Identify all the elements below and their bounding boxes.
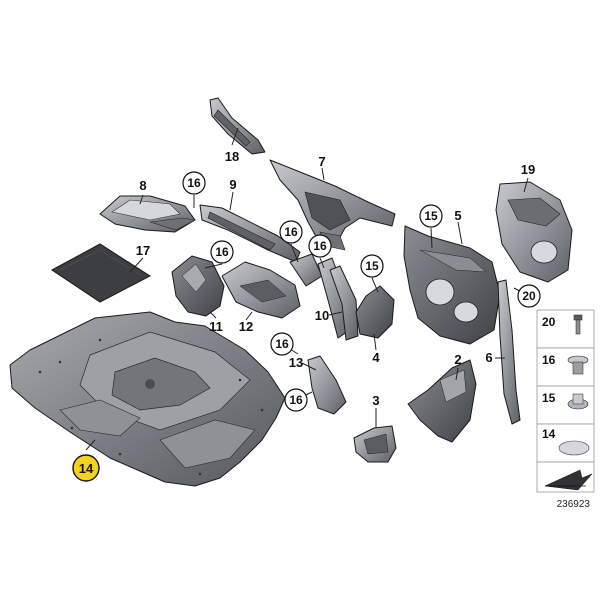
- expanding-nut-icon: [567, 355, 589, 375]
- callout-16-circle-f: 16: [284, 388, 308, 412]
- callout-12: 12: [239, 319, 253, 334]
- clip-nut-icon: [567, 393, 589, 410]
- part-14-floor-panel: [9, 311, 286, 487]
- part-2-bracket: [407, 359, 477, 443]
- svg-text:16: 16: [284, 225, 298, 239]
- callout-16-circle-e: 16: [270, 332, 294, 356]
- push-rivet-icon: [573, 314, 583, 335]
- callout-15-circle-a: 15: [419, 204, 443, 228]
- callout-2: 2: [454, 352, 461, 367]
- part-13-insulator: [307, 355, 347, 415]
- callout-10: 10: [315, 308, 329, 323]
- part-6-strip: [497, 279, 521, 425]
- legend-label-20: 20: [542, 315, 556, 329]
- legend-label-14: 14: [542, 427, 556, 441]
- arrow-right-icon: [544, 469, 593, 491]
- svg-text:20: 20: [522, 289, 536, 303]
- svg-text:16: 16: [215, 245, 229, 259]
- insulation-pad-icon: [558, 440, 590, 456]
- part-10-strip: [329, 265, 359, 341]
- part-12-insulator: [221, 261, 301, 319]
- legend-label-15: 15: [542, 391, 556, 405]
- part-19-rear-panel: [495, 181, 573, 283]
- callout-16-circle-b: 16: [210, 240, 234, 264]
- callout-16-circle-a: 16: [182, 171, 206, 195]
- callout-5: 5: [454, 208, 461, 223]
- callout-16-circle-d: 16: [308, 234, 332, 258]
- callout-4: 4: [372, 350, 380, 365]
- circled-callouts: 16 16 16 16 16 16 15 15: [72, 171, 541, 482]
- callout-19: 19: [521, 162, 535, 177]
- svg-text:16: 16: [289, 393, 303, 407]
- part-8-duct: [99, 195, 196, 233]
- callout-15-circle-b: 15: [360, 254, 384, 278]
- svg-text:14: 14: [79, 461, 94, 476]
- callout-labels: 18 7 8 9 17 11 12 10 4 13 5 19 2 6 3: [136, 149, 535, 408]
- svg-text:16: 16: [187, 176, 201, 190]
- part-5-side-panel: [403, 225, 501, 345]
- catalog-number: 236923: [557, 499, 591, 510]
- legend-label-16: 16: [542, 353, 556, 367]
- callout-8: 8: [139, 178, 146, 193]
- callout-9: 9: [229, 177, 236, 192]
- part-11-insulator: [171, 255, 225, 317]
- svg-text:15: 15: [424, 209, 438, 223]
- callout-16-circle-c: 16: [279, 220, 303, 244]
- callout-7: 7: [318, 154, 325, 169]
- svg-text:15: 15: [365, 259, 379, 273]
- callout-20-circle: 20: [517, 284, 541, 308]
- svg-text:16: 16: [313, 239, 327, 253]
- part-3-block: [353, 425, 397, 463]
- callout-13: 13: [289, 355, 303, 370]
- part-17-mat: [51, 243, 151, 303]
- callout-17: 17: [136, 243, 150, 258]
- callout-3: 3: [372, 393, 379, 408]
- callout-11: 11: [209, 319, 223, 334]
- fastener-legend: 20 16 15 14: [536, 309, 595, 493]
- part-18-bracket: [209, 97, 266, 155]
- callout-18: 18: [225, 149, 239, 164]
- callout-6: 6: [485, 350, 492, 365]
- callout-14-circle-highlight: 14: [72, 454, 100, 482]
- part-4-insulator: [355, 285, 395, 339]
- svg-text:16: 16: [275, 337, 289, 351]
